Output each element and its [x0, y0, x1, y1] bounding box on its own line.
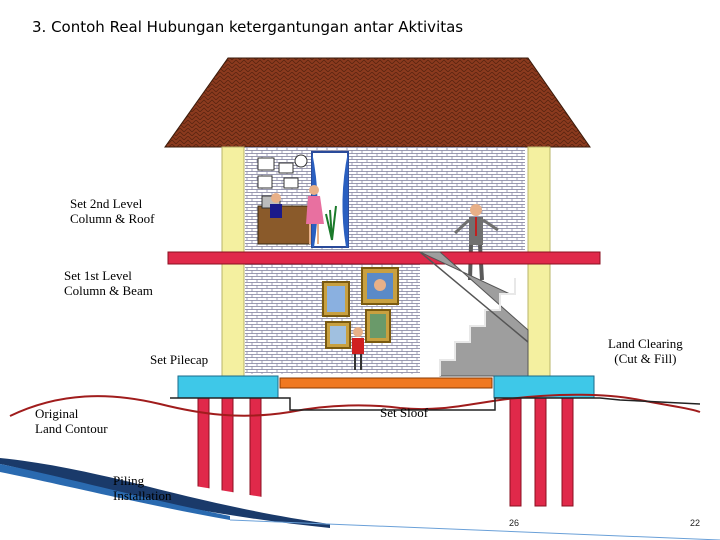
pile-6 [562, 398, 573, 506]
second-level-beam [168, 252, 600, 264]
label-line: Column & Beam [64, 283, 153, 298]
page-number: 22 [690, 518, 700, 528]
roof [165, 58, 590, 147]
column-left-lower [222, 264, 244, 376]
label-line: Land Contour [35, 421, 108, 436]
label-set-sloof: Set Sloof [380, 405, 428, 420]
label-set-pilecap: Set Pilecap [150, 352, 208, 367]
inner-page-number: 26 [509, 518, 519, 528]
pilecap-left [178, 376, 278, 398]
label-line: Land Clearing [608, 336, 683, 351]
footer-swoosh [0, 458, 720, 540]
label-set-1st-level: Set 1st Level Column & Beam [64, 268, 153, 298]
column-left-upper [222, 147, 244, 252]
label-line: Set 2nd Level [70, 196, 155, 211]
label-piling-installation: Piling Installation [113, 473, 172, 503]
sloof [280, 378, 492, 388]
stairs [420, 252, 528, 376]
label-line: Installation [113, 488, 172, 503]
picture-frame [258, 158, 274, 170]
label-original-land-contour: Original Land Contour [35, 406, 108, 436]
column-right-upper [528, 147, 550, 252]
column-right-lower [528, 264, 550, 376]
pile-4 [510, 398, 521, 506]
pile-5 [535, 398, 546, 506]
label-line: Set 1st Level [64, 268, 153, 283]
label-line: (Cut & Fill) [608, 351, 683, 366]
label-line: Piling [113, 473, 172, 488]
label-land-clearing: Land Clearing (Cut & Fill) [608, 336, 683, 366]
pile-3 [250, 398, 261, 506]
label-line: Original [35, 406, 108, 421]
label-line: Column & Roof [70, 211, 155, 226]
desk [258, 206, 310, 244]
label-set-2nd-level: Set 2nd Level Column & Roof [70, 196, 155, 226]
